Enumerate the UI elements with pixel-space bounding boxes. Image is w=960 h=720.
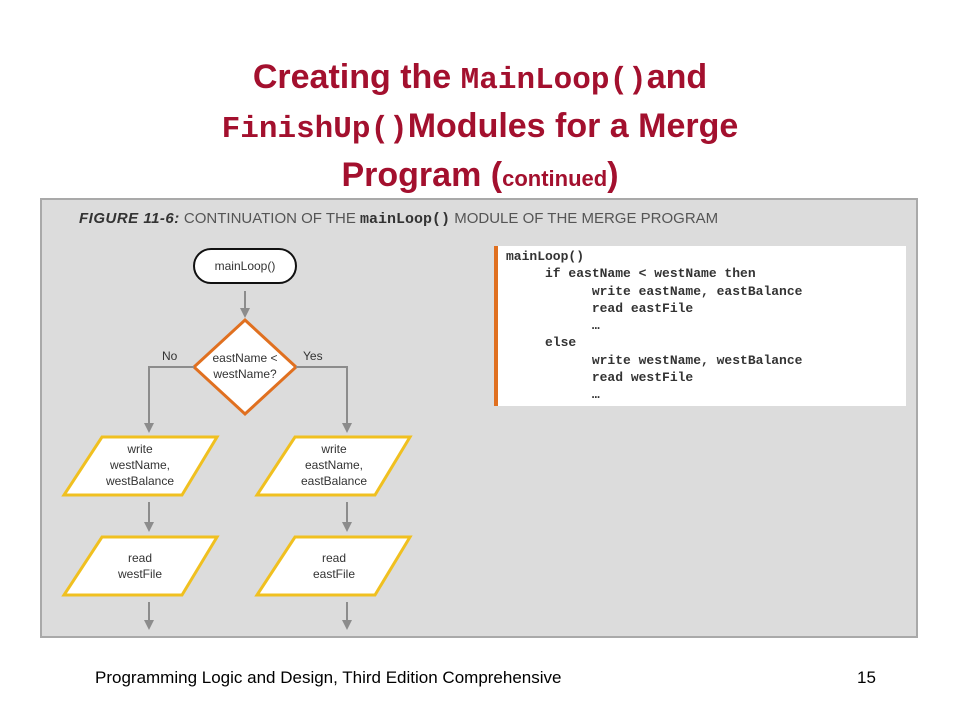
title-code-finishup: FinishUp() <box>221 112 408 147</box>
write-east-parallelogram <box>254 435 413 497</box>
code-line: read westFile <box>506 370 694 386</box>
title-text: Creating the <box>252 58 461 96</box>
caption-rest: MODULE OF THE MERGE PROGRAM <box>454 210 719 227</box>
slide-title-line-2: FinishUp()Modules for a Merge <box>0 101 960 155</box>
pseudocode-box: mainLoop() if eastName < westName then w… <box>494 246 906 406</box>
code-line: else <box>506 335 577 351</box>
decision-label-1: eastName < <box>212 351 277 365</box>
caption-code: mainLoop() <box>360 211 451 228</box>
start-terminal-label: mainLoop() <box>215 259 276 273</box>
write-west-label-1: write <box>126 442 153 456</box>
arrow-no-branch <box>144 366 194 433</box>
footer-book-title: Programming Logic and Design, Third Edit… <box>95 668 562 687</box>
decision-label-2: westName? <box>212 367 277 381</box>
code-line: mainLoop() <box>506 249 585 264</box>
decision-diamond <box>191 317 299 417</box>
write-east-label-1: write <box>320 442 347 456</box>
title-text: ) <box>607 156 619 194</box>
write-east-label-2: eastName, <box>305 458 363 472</box>
title-text: Modules for a Merge <box>407 107 739 145</box>
write-west-label-2: westName, <box>109 458 170 472</box>
read-east-label-2: eastFile <box>313 567 355 581</box>
caption-text: CONTINUATION OF THE <box>183 210 356 227</box>
write-west-parallelogram <box>61 435 220 497</box>
title-text: Program ( <box>341 156 503 194</box>
read-west-parallelogram <box>61 535 220 597</box>
read-west-label-2: westFile <box>117 567 162 581</box>
code-line: write westName, westBalance <box>506 352 803 368</box>
read-west-label-1: read <box>128 551 152 565</box>
figure-caption: FIGURE 11-6: CONTINUATION OF THE mainLoo… <box>79 210 718 228</box>
arrow-yes-branch <box>296 366 352 433</box>
read-east-parallelogram <box>254 535 413 597</box>
title-code-mainloop: MainLoop() <box>460 63 647 98</box>
start-terminal <box>193 248 297 284</box>
code-line: … <box>506 387 600 403</box>
figure-panel: FIGURE 11-6: CONTINUATION OF THE mainLoo… <box>40 198 918 638</box>
footer-page-number: 15 <box>857 668 876 687</box>
code-line: … <box>506 318 600 334</box>
code-line: read eastFile <box>506 300 694 316</box>
write-west-label-3: westBalance <box>105 474 174 488</box>
yes-label: Yes <box>303 349 323 363</box>
code-line: if eastName < westName then <box>506 266 756 282</box>
slide-title-line-3: Program (continued) <box>0 150 960 204</box>
title-continued: continued <box>502 166 608 191</box>
title-text: and <box>646 58 708 96</box>
write-east-label-3: eastBalance <box>301 474 367 488</box>
no-label: No <box>162 349 178 363</box>
read-east-label-1: read <box>322 551 346 565</box>
slide-title-line-1: Creating the MainLoop()and <box>0 52 960 106</box>
code-line: write eastName, eastBalance <box>506 283 803 299</box>
flowchart: mainLoop() eastName < westName? No Yes w… <box>61 248 413 630</box>
figure-label: FIGURE 11-6: <box>79 210 180 227</box>
